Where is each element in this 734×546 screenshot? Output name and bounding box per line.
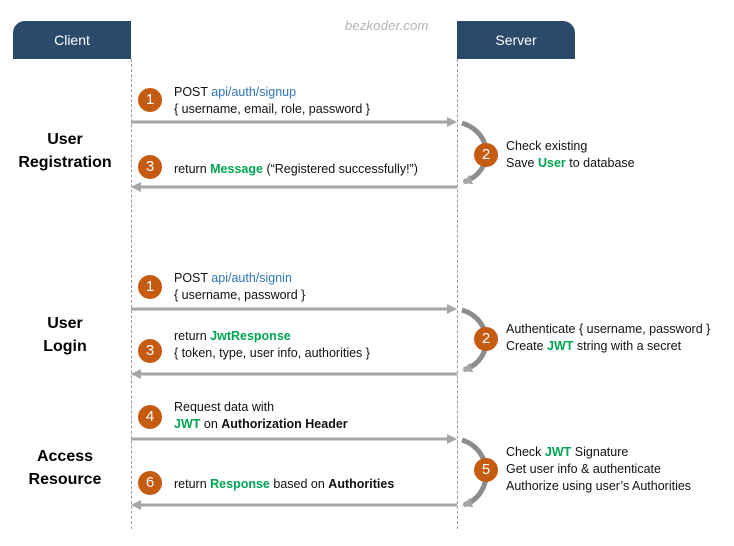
request-body: { username, password } [174,288,306,302]
signin-request-label: POST api/auth/signin { username, passwor… [174,270,305,304]
text: based on [273,477,325,491]
request-body: { username, email, role, password } [174,102,370,116]
highlight-jwtresponse: JwtResponse [210,329,291,343]
resource-response-label: return Response based on Authorities [174,476,394,493]
endpoint-path: api/auth/signup [211,85,297,99]
server-lifeline [457,59,458,529]
access-server-label: Check JWT Signature Get user info & auth… [506,444,691,495]
method: POST [174,85,208,99]
registration-server-label: Check existing Save User to database [506,138,635,172]
login-server-label: Authenticate { username, password } Crea… [506,321,710,355]
step-badge: 3 [138,339,162,363]
step-badge: 1 [138,88,162,112]
highlight-jwt: JWT [547,339,574,353]
jwt-response-label: return JwtResponse { token, type, user i… [174,328,370,362]
text: Create [506,339,544,353]
text: Save [506,156,535,170]
section-title-line1: User [47,131,83,148]
section-title-line1: User [47,315,83,332]
step-badge: 4 [138,405,162,429]
resource-request-label: Request data with JWT on Authorization H… [174,399,348,433]
section-title-line1: Access [36,448,94,465]
text: on [203,417,218,431]
section-title-line2: Resource [28,471,102,488]
step-badge: 2 [474,143,498,167]
text: to database [569,156,635,170]
text: return [174,477,207,491]
step-badge: 1 [138,275,162,299]
step-badge: 2 [474,327,498,351]
text: string with a secret [576,339,682,353]
client-header: Client [13,21,131,59]
text: Check [506,445,542,459]
step-badge: 3 [138,155,162,179]
highlight-jwt: JWT [544,445,572,459]
section-user-login: User Login [9,312,121,358]
text: return [174,329,207,343]
response-body: { token, type, user info, authorities } [174,346,370,360]
section-user-registration: User Registration [9,128,121,174]
highlight-jwt: JWT [174,417,201,431]
highlight-message: Message [210,162,263,176]
section-title-line2: Registration [18,154,112,171]
section-title-line2: Login [43,338,87,355]
text: (“Registered successfully!”) [266,162,418,176]
server-header: Server [457,21,575,59]
server-action-line: Authorize using user’s Authorities [506,479,692,493]
step-badge: 5 [474,458,498,482]
section-access-resource: Access Resource [9,445,121,491]
highlight-authorization-header: Authorization Header [221,417,348,431]
highlight-response: Response [210,477,270,491]
server-action-line: Check existing [506,139,588,153]
step-badge: 6 [138,471,162,495]
signup-request-label: POST api/auth/signup { username, email, … [174,84,370,118]
watermark: bezkoder.com [345,18,429,33]
highlight-user: User [537,156,566,170]
text: return [174,162,207,176]
register-response-label: return Message (“Registered successfully… [174,161,418,178]
method: POST [174,271,208,285]
server-action-line: Authenticate { username, password } [506,322,711,336]
highlight-authorities: Authorities [328,477,395,491]
endpoint-path: api/auth/signin [211,271,292,285]
client-lifeline [131,59,132,529]
server-action-line: Get user info & authenticate [506,462,661,476]
text: Signature [574,445,629,459]
request-line: Request data with [174,400,275,414]
